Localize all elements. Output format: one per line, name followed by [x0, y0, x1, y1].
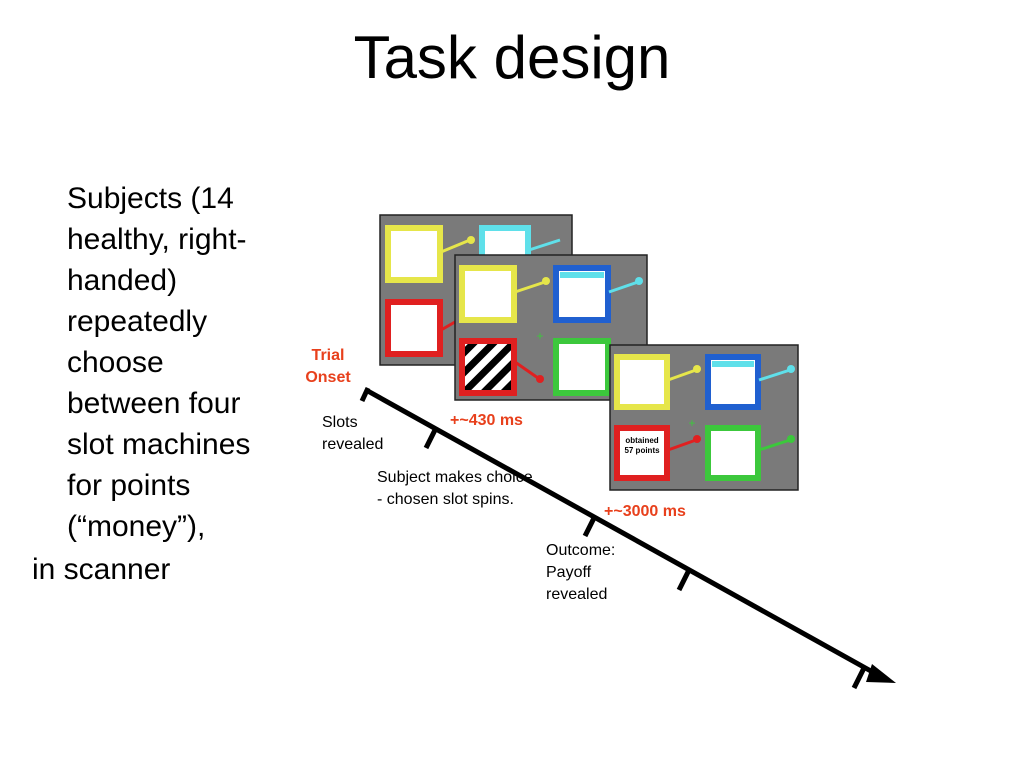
slot-machine-spinning	[459, 338, 544, 396]
slot-machine-red-payoff	[614, 425, 701, 481]
label-delay-430ms: +~430 ms	[450, 412, 523, 429]
body-paragraph-subjects: Subjects (14 healthy, right- handed) rep…	[32, 178, 294, 547]
timeline	[359, 386, 896, 690]
timeline-arrowhead	[866, 664, 896, 683]
body-line: between four	[67, 387, 241, 420]
label-subject-choice: Subject makes choice - chosen slot spins…	[377, 469, 533, 508]
label-outcome: Outcome: Payoff revealed	[546, 542, 616, 603]
fixation-cross: +	[536, 329, 543, 343]
slot-machine-green	[705, 425, 795, 481]
body-line: choose	[67, 346, 164, 379]
slide-title: Task design	[353, 24, 671, 91]
body-line: Subjects (14	[67, 182, 234, 215]
timeline-axis	[364, 387, 880, 678]
tick-slots-revealed	[423, 426, 439, 450]
body-line: repeatedly	[67, 305, 208, 338]
tick-end	[851, 666, 867, 690]
fixation-cross: +	[688, 416, 695, 430]
label-slots-revealed: Slots revealed	[322, 414, 384, 453]
slot-machine-green	[553, 338, 611, 396]
payoff-text: obtained 57 points	[624, 436, 660, 455]
body-line: handed)	[67, 264, 178, 297]
slot-machine-yellow	[614, 354, 701, 410]
slot-machine-blue	[553, 265, 643, 323]
body-line: (“money”),	[67, 510, 206, 543]
tick-choice	[582, 514, 598, 538]
slot-machine-red	[385, 299, 456, 357]
tick-trial-onset	[359, 386, 371, 403]
label-trial-onset: Trial Onset	[305, 347, 351, 386]
body-line: slot machines	[67, 428, 251, 461]
screen-outcome: +	[609, 344, 799, 491]
body-paragraph-scanner: in scanner	[32, 553, 171, 586]
slot-machine-cyan	[479, 225, 561, 261]
body-line: healthy, right-	[67, 223, 247, 256]
label-delay-3000ms: +~3000 ms	[604, 503, 686, 520]
slot-machine-blue	[705, 354, 795, 410]
slot-machine-yellow	[459, 265, 550, 323]
screen-choice-spin: +	[454, 254, 648, 401]
tick-outcome	[676, 568, 692, 592]
body-line: for points	[67, 469, 191, 502]
slot-machine-yellow	[385, 225, 475, 283]
body-text: Subjects (14 healthy, right- handed) rep…	[32, 178, 294, 590]
